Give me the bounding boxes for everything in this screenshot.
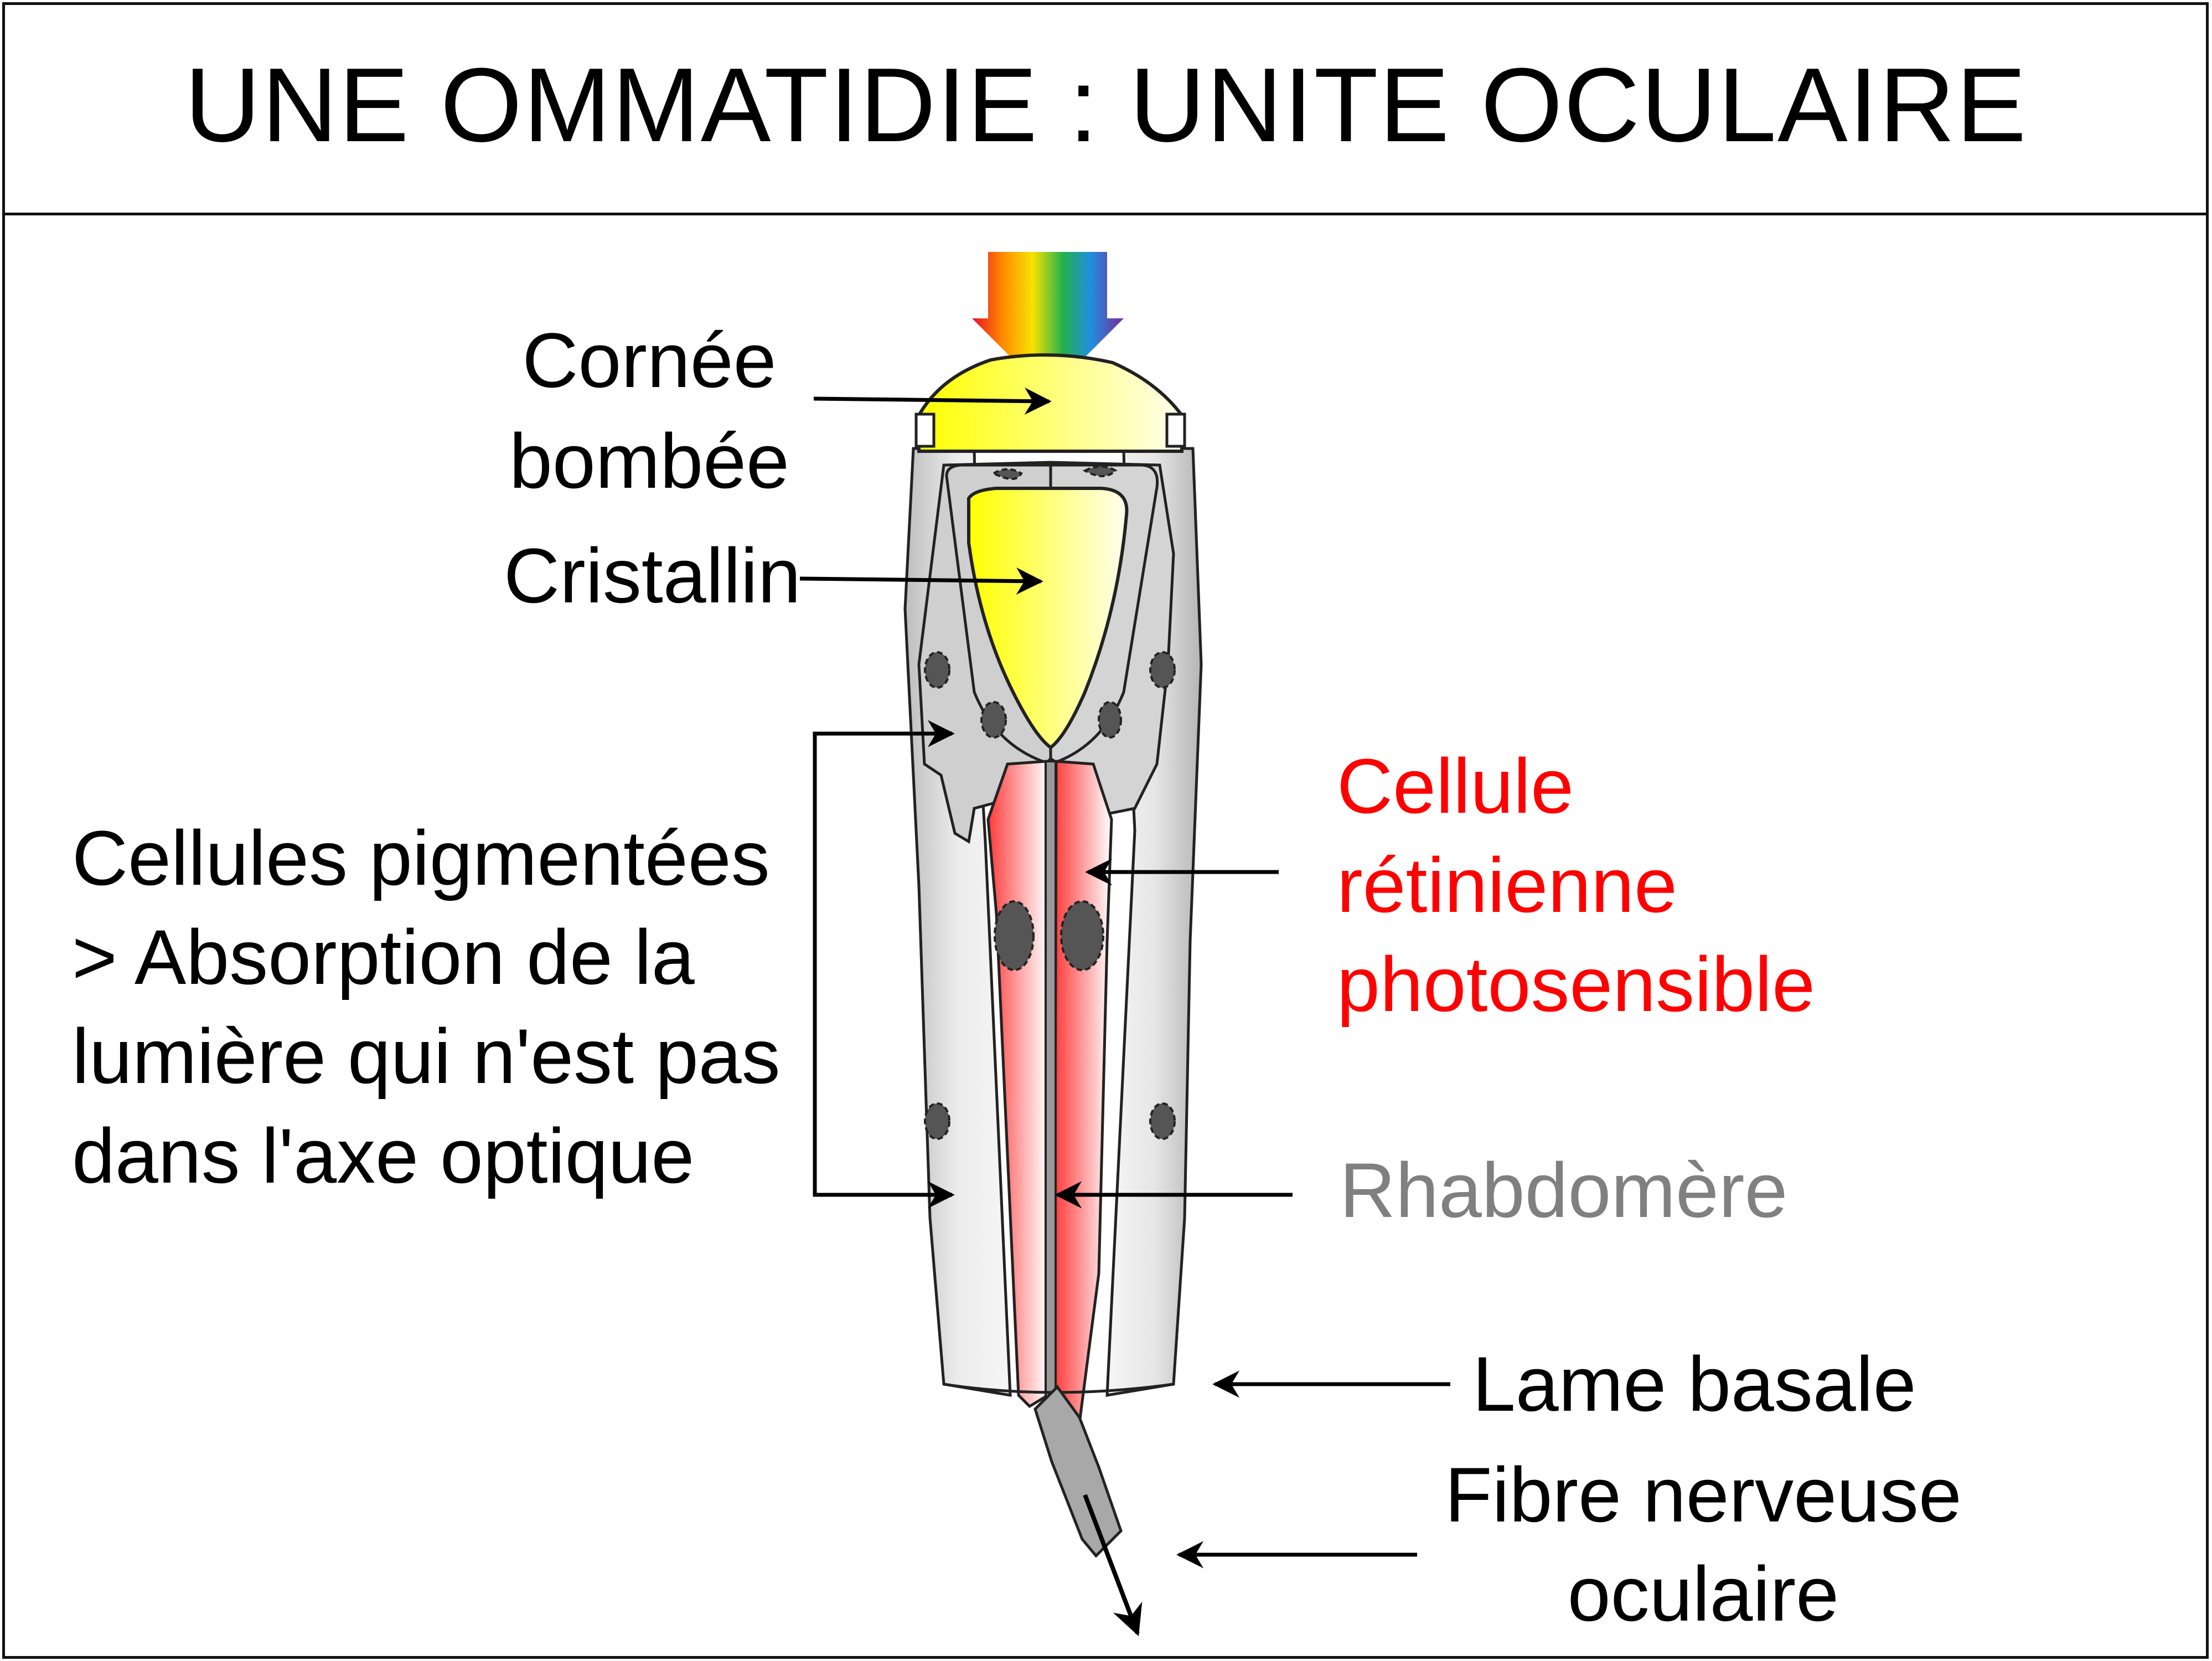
cornea-edge-right bbox=[1165, 412, 1186, 448]
cornea-pointer-arrow bbox=[813, 387, 1052, 415]
pigment-cells-label: Cellules pigmentées > Absorption de la l… bbox=[72, 808, 781, 1205]
pigment-label-line: dans l'axe optique bbox=[72, 1112, 695, 1199]
retinal-cell-right bbox=[1053, 760, 1113, 1426]
pigment-granule bbox=[1082, 465, 1118, 477]
rhabdomere-label-text: Rhabdomère bbox=[1340, 1147, 1788, 1234]
cornea-label-line: bombée bbox=[509, 417, 789, 504]
nerve-fiber-label: Fibre nerveuse oculaire bbox=[1445, 1445, 1962, 1643]
pigment-label-line: lumière qui n'est pas bbox=[72, 1013, 781, 1100]
nerve-label-line: Fibre nerveuse bbox=[1445, 1451, 1962, 1538]
basal-lamina-label: Lame basale bbox=[1472, 1334, 1916, 1433]
nerve-fiber bbox=[1033, 1385, 1123, 1558]
pigment-granule bbox=[991, 468, 1023, 480]
retinal-nucleus bbox=[1060, 900, 1104, 971]
nerve-label-line: oculaire bbox=[1567, 1550, 1839, 1638]
basal-lamina-label-text: Lame basale bbox=[1472, 1340, 1916, 1427]
cornea-lens bbox=[917, 353, 1183, 453]
rhabdomere bbox=[1045, 760, 1057, 1405]
retinal-label-line: Cellule bbox=[1337, 742, 1574, 829]
cornea-label-line: Cornée bbox=[522, 317, 777, 404]
pigment-label-line: > Absorption de la bbox=[72, 914, 695, 1001]
retinal-nucleus bbox=[994, 900, 1035, 971]
retinal-label-line: photosensible bbox=[1337, 941, 1815, 1028]
retinal-cell-label: Cellule rétinienne photosensible bbox=[1337, 736, 1815, 1034]
pigment-granule bbox=[924, 651, 950, 689]
nerve-signal-arrow bbox=[1083, 1494, 1143, 1637]
title-bar bbox=[2, 2, 2209, 215]
retinal-label-line: rétinienne bbox=[1337, 842, 1677, 929]
pigment-bracket bbox=[813, 731, 947, 1197]
pigment-granule bbox=[1149, 1102, 1176, 1140]
page-title: UNE OMMATIDIE : UNITE OCULAIRE bbox=[184, 47, 2028, 164]
pigment-granule bbox=[1149, 651, 1176, 689]
cornea-edge-left bbox=[914, 412, 936, 448]
rhabdomere-label: Rhabdomère bbox=[1340, 1141, 1787, 1240]
pigment-granule bbox=[924, 1102, 950, 1140]
diagram-panel bbox=[2, 213, 2209, 1659]
pigment-granule bbox=[980, 701, 1007, 739]
crystalline-pointer-arrow bbox=[799, 567, 1043, 595]
cornea-label: Cornée bombée bbox=[509, 310, 789, 512]
pigment-granule bbox=[1098, 701, 1122, 739]
pigment-label-line: Cellules pigmentées bbox=[72, 814, 770, 901]
crystalline-label-text: Cristallin bbox=[504, 532, 801, 619]
crystalline-cone bbox=[967, 487, 1129, 750]
light-arrow-icon bbox=[972, 252, 1124, 394]
crystalline-label: Cristallin bbox=[504, 526, 801, 625]
